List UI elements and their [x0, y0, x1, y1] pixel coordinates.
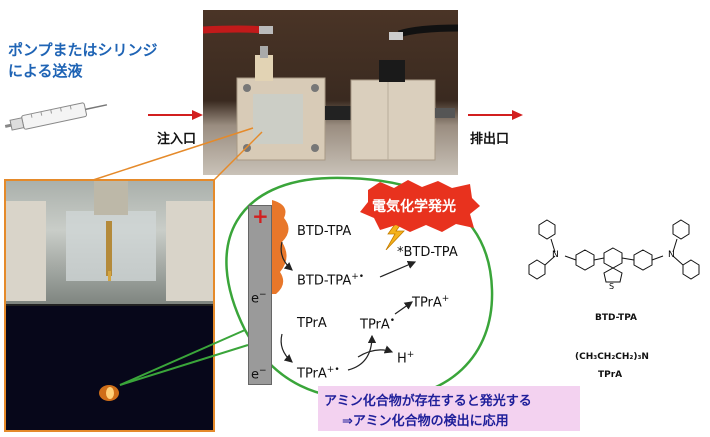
- inlet-arrow-icon: [148, 110, 203, 120]
- n-atom-right: N: [668, 250, 675, 260]
- n-atom-left: N: [552, 250, 559, 260]
- electrode: [248, 205, 272, 385]
- species-tpra-radical: TPrA•: [360, 316, 396, 333]
- conclusion-line1: アミン化合物が存在すると発光する: [324, 394, 532, 409]
- species-h-plus: H+: [397, 350, 415, 367]
- pump-label-line1: ポンプまたはシリンジ: [8, 41, 158, 59]
- species-tpra-cation: TPrA+•: [297, 365, 340, 382]
- pump-label-line2: による送液: [8, 62, 83, 80]
- species-excited-btd-tpa: *BTD-TPA: [397, 245, 458, 260]
- electrode-inset-photo: [4, 179, 215, 432]
- inset-emission-view: [6, 306, 213, 430]
- btd-tpa-structure: [528, 219, 700, 283]
- outlet-arrow-icon: [468, 110, 523, 120]
- pump-label: ポンプまたはシリンジ による送液: [8, 40, 198, 82]
- ecl-badge-burst: [360, 180, 480, 232]
- electron-label-2: e−: [251, 366, 267, 383]
- electrode-deposit: [272, 200, 289, 294]
- species-btd-tpa-cation: BTD-TPA+•: [297, 272, 365, 289]
- electron-label-1: e−: [251, 290, 267, 307]
- conclusion-line2: ⇒アミン化合物の検出に応用: [342, 414, 509, 429]
- tpra-formula: (CH₃CH₂CH₂)₃N: [575, 352, 649, 362]
- ecl-badge-text: 電気化学発光: [372, 199, 456, 215]
- species-tpra-plus: TPrA+: [412, 294, 450, 311]
- outlet-label: 排出口: [470, 132, 510, 147]
- conclusion-box: アミン化合物が存在すると発光する ⇒アミン化合物の検出に応用: [318, 386, 580, 431]
- species-btd-tpa: BTD-TPA: [297, 224, 352, 239]
- inset-electrode-view: [6, 181, 213, 304]
- btd-tpa-label: BTD-TPA: [595, 313, 637, 323]
- plus-sign: +: [252, 204, 269, 228]
- syringe-icon: [4, 102, 108, 131]
- s-atom: S: [609, 282, 615, 291]
- species-tpra: TPrA: [297, 316, 327, 331]
- tpra-label: TPrA: [598, 370, 623, 380]
